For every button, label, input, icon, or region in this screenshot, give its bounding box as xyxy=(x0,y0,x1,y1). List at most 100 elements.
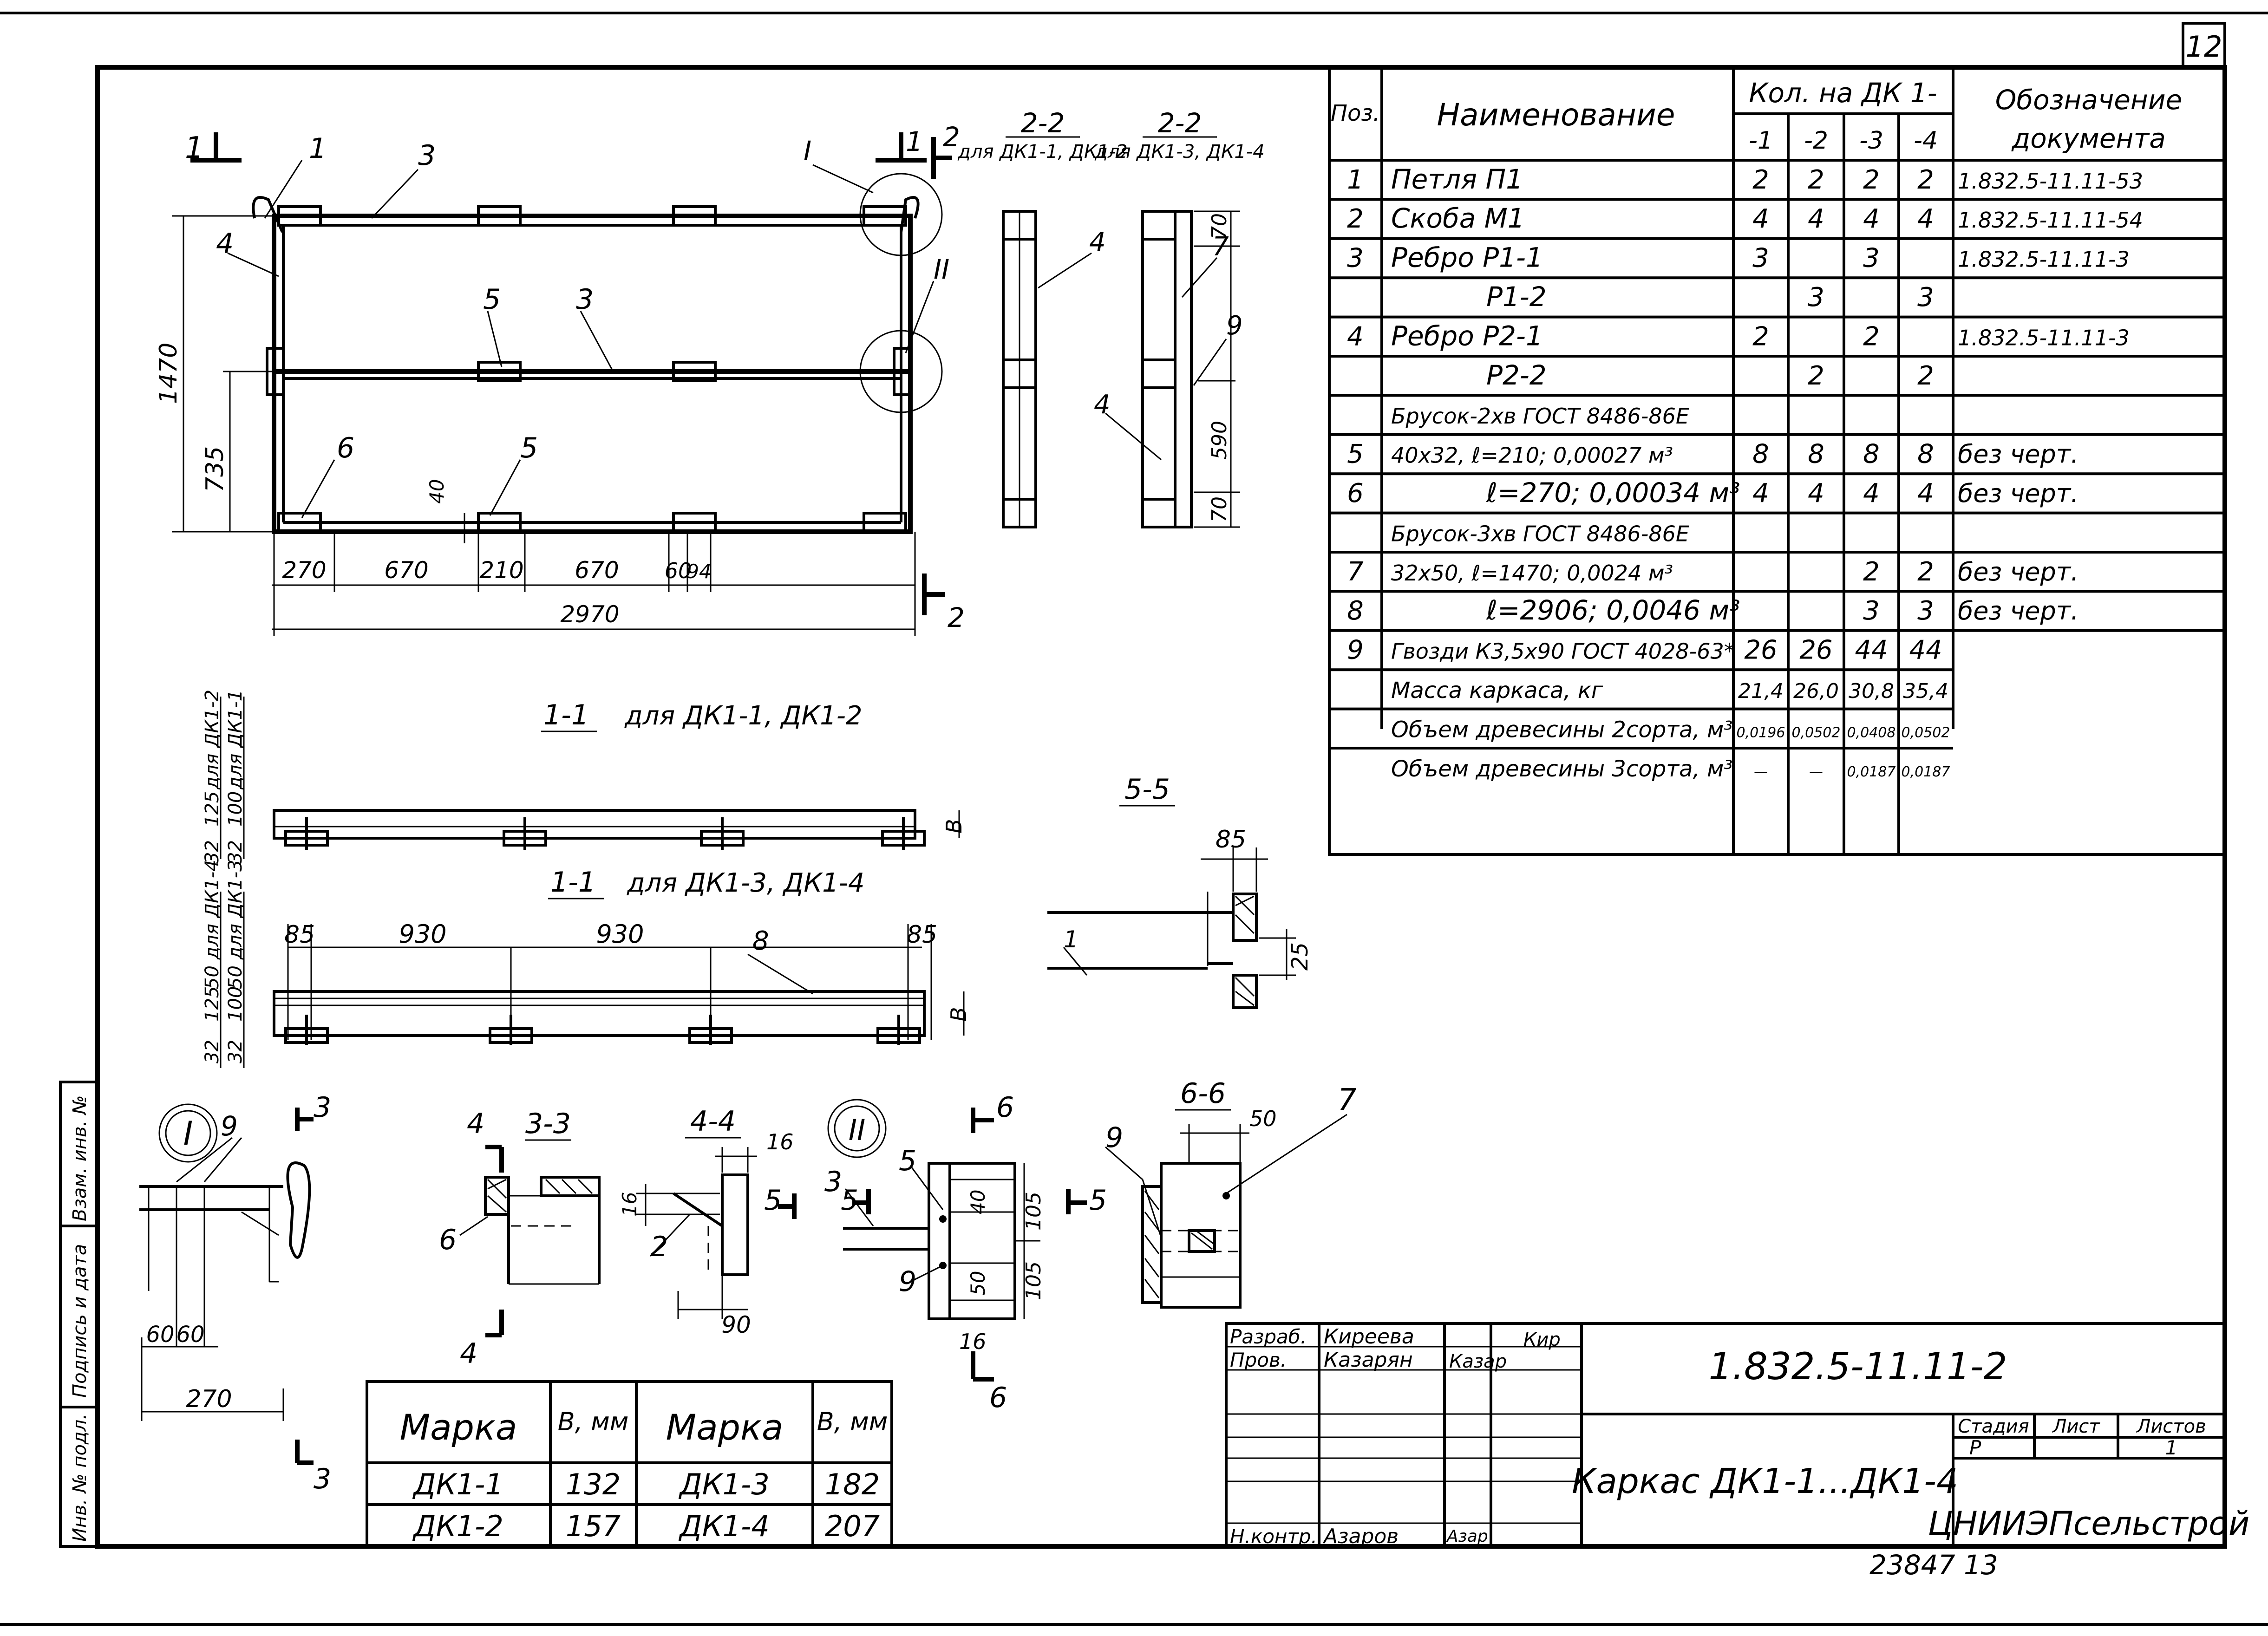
title-person-role: Н.контр. xyxy=(1230,1525,1317,1548)
spec-row-qty: 0,0187 xyxy=(1902,764,1950,780)
plan-dim-60: 60 xyxy=(665,558,692,583)
spec-row-pos: 7 xyxy=(1347,557,1364,587)
spec-row-qty: 2 xyxy=(1917,165,1934,195)
section-3-3-p6: 6 xyxy=(439,1224,457,1256)
plan-block-vertical xyxy=(893,347,912,396)
plan-block xyxy=(863,205,907,227)
spec-row-qty: 4 xyxy=(1808,204,1824,234)
spec-row-name: Ребро Р2-1 xyxy=(1391,320,1543,352)
section-2-2-p7: 7 xyxy=(1212,232,1229,262)
node-II-p9: 9 xyxy=(899,1265,916,1298)
plan-block xyxy=(672,512,717,533)
plan-block xyxy=(672,361,717,382)
plan-dim-2970: 2970 xyxy=(560,601,619,628)
loop-handle-left xyxy=(252,196,284,233)
spec-row-doc: без черт. xyxy=(1958,440,2078,469)
section-2-2b-title: 2-2 xyxy=(1158,107,1202,139)
plan-node-II: II xyxy=(934,254,949,285)
spec-row-qty: 0,0187 xyxy=(1847,764,1896,780)
node-I-label: I xyxy=(183,1115,193,1153)
spec-row-qty: 0,0502 xyxy=(1902,724,1950,741)
spec-row-name: Масса каркаса, кг xyxy=(1391,678,1603,704)
spec-row-qty: 4 xyxy=(1863,204,1880,234)
section-6-6-p7: 7 xyxy=(1338,1083,1357,1117)
spec-header-name: Наименование xyxy=(1437,97,1675,133)
plan-block xyxy=(477,205,522,227)
spec-row-name: Скоба М1 xyxy=(1391,202,1525,234)
title-person-name: Азаров xyxy=(1322,1525,1399,1548)
section-1-1b-d930a: 930 xyxy=(399,919,446,949)
marks-cell: ДК1-2 xyxy=(412,1509,503,1543)
section-5-5-title: 5-5 xyxy=(1124,773,1170,806)
spec-row-qty: 21,4 xyxy=(1738,679,1784,703)
node-II-p3: 3 xyxy=(824,1166,842,1198)
spec-header-q2: -2 xyxy=(1804,127,1828,155)
spec-row-qty: 4 xyxy=(1752,204,1769,234)
spec-row-name: ℓ=270; 0,00034 м³ xyxy=(1486,477,1740,508)
spec-row-qty: 2 xyxy=(1808,361,1824,391)
signature-kazaryan: Казар xyxy=(1449,1351,1507,1372)
spec-header-doc-1: Обозначение xyxy=(1995,84,2182,116)
spec-row-qty: 4 xyxy=(1917,478,1934,508)
section-2-2-d590: 590 xyxy=(1208,421,1231,460)
spec-row-qty: 2 xyxy=(1808,165,1824,195)
marks-cell: ДК1-4 xyxy=(678,1509,770,1543)
spec-row-pos: 6 xyxy=(1347,478,1364,508)
marks-header-b-b: В, мм xyxy=(817,1407,888,1436)
plan-cut-1: 1 xyxy=(185,131,204,165)
spec-row-qty: 3 xyxy=(1808,282,1824,313)
marks-cell: 182 xyxy=(825,1467,880,1501)
spec-row-qty: 44 xyxy=(1855,635,1888,665)
spec-row-pos: 2 xyxy=(1347,204,1364,234)
plan-cut-2b: 2 xyxy=(948,602,965,633)
section-2-2: 2-2 для ДК1-1, ДК1-2 2-2 для ДК1-3, ДК1-… xyxy=(957,107,1265,528)
section-5-5-d85: 85 xyxy=(1216,826,1246,854)
title-stage-label: Стадия xyxy=(1958,1416,2029,1437)
node-II-d50: 50 xyxy=(967,1271,989,1296)
section-2-2-p4a: 4 xyxy=(1089,227,1106,257)
plan-pos-3: 3 xyxy=(418,139,436,172)
spec-row-qty: 44 xyxy=(1909,635,1942,665)
plan-dim-94: 94 xyxy=(686,560,711,583)
marks-header-mark-b: Марка xyxy=(666,1407,784,1448)
spec-row-doc: 1.832.5-11.11-54 xyxy=(1958,208,2143,233)
spec-row-name: Петля П1 xyxy=(1391,163,1523,195)
plan-pos-6: 6 xyxy=(337,432,354,464)
spec-row-pos: 8 xyxy=(1347,596,1364,626)
spec-row-pos: 3 xyxy=(1347,243,1364,274)
plan-block xyxy=(863,512,907,533)
section-2-2a-title: 2-2 xyxy=(1021,107,1065,139)
node-II-circle xyxy=(859,330,943,413)
section-3-3-title: 3-3 xyxy=(525,1108,571,1140)
plan-cut-1b: 1 xyxy=(906,126,923,157)
section-2-2b-sub: для ДК1-3, ДК1-4 xyxy=(1094,141,1264,163)
spec-row-pos: 4 xyxy=(1347,321,1364,352)
marks-cell: ДК1-3 xyxy=(678,1467,770,1501)
signature-azarov: Азар xyxy=(1446,1527,1488,1546)
section-1-1a-b: В xyxy=(941,819,967,834)
spec-row-name: ℓ=2906; 0,0046 м³ xyxy=(1486,594,1740,626)
plan-pos-5: 5 xyxy=(483,283,501,316)
plan-block xyxy=(477,361,522,382)
spec-row-qty: 2 xyxy=(1917,361,1934,391)
section-1-1a: 1-1 для ДК1-1, ДК1-2 В для ДК1-2 для ДК1… xyxy=(202,690,967,864)
node-I-cut: 3 xyxy=(314,1091,331,1124)
section-1-1a-title: 1-1 xyxy=(543,699,589,731)
section-2-2-d70b: 70 xyxy=(1208,496,1231,522)
title-sheets: 1 xyxy=(2165,1436,2178,1459)
plan-block xyxy=(277,512,322,533)
spec-row-name: Брусок-2хв ГОСТ 8486-86Е xyxy=(1391,404,1689,429)
section-4-4-cut: 5 xyxy=(764,1184,782,1217)
spec-row-qty: 4 xyxy=(1917,204,1934,234)
section-3-3-cut-b: 4 xyxy=(460,1337,477,1370)
spec-row-qty: 8 xyxy=(1917,439,1934,469)
section-4-4: 4-4 5 16 16 2 90 xyxy=(618,1105,797,1338)
spec-row-doc: 1.832.5-11.11-3 xyxy=(1958,247,2130,272)
section-1-1a-d32a: 32 xyxy=(202,840,223,864)
section-1-1b-d85b: 85 xyxy=(907,921,937,949)
plan-node-I: I xyxy=(804,135,811,167)
spec-row-qty: 2 xyxy=(1752,165,1769,195)
title-name: Каркас ДК1-1...ДК1-4 xyxy=(1572,1461,1958,1501)
